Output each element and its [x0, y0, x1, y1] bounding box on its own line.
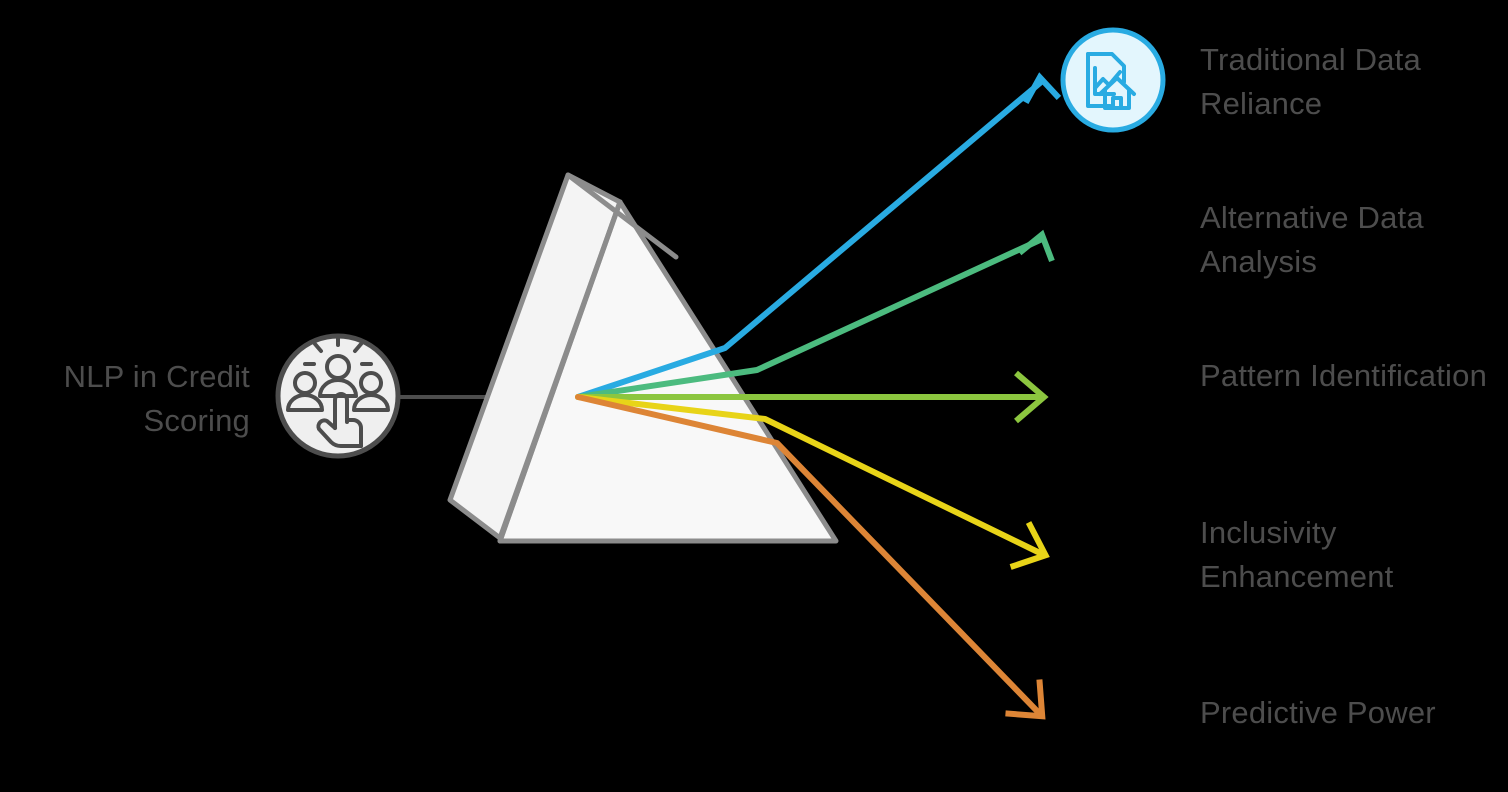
source-node[interactable] [275, 333, 401, 459]
ray-predictive-power [575, 394, 1046, 720]
prism [447, 172, 839, 544]
ray-pattern-identification [575, 370, 1049, 424]
arrowhead-green [1017, 229, 1055, 262]
prism-front-left-edge [497, 199, 623, 544]
output-label-inclusivity-enhancement: Inclusivity Enhancement [1200, 515, 1394, 595]
output-label-alternative-data-analysis: Alternative Data Analysis [1200, 200, 1424, 280]
output-label-predictive-power: Predictive Power [1200, 695, 1436, 730]
group-of-people-pointing-hand-icon [286, 335, 390, 448]
output-label-pattern-identification: Pattern Identification [1200, 358, 1488, 393]
source-label: NLP in Credit Scoring [63, 359, 250, 439]
ray-path-orange [575, 394, 1041, 715]
ray-inclusivity-enhancement [575, 394, 1050, 570]
arrowhead-orange [1005, 679, 1046, 720]
ray-alternative-data-analysis [575, 229, 1055, 400]
ray-path-blue [575, 80, 1043, 400]
output-node-traditional-data-reliance[interactable] [1060, 27, 1166, 133]
prism-top-edge [565, 172, 679, 260]
output-label-traditional-data-reliance: Traditional Data Reliance [1200, 42, 1421, 122]
arrowhead-blue [1023, 72, 1062, 105]
document-chart-house-icon [1086, 52, 1136, 110]
ray-traditional-data-reliance [575, 72, 1062, 400]
arrowhead-lime [1014, 370, 1049, 424]
arrowhead-yellow [1009, 521, 1050, 570]
ray-path-green [575, 237, 1043, 400]
ray-path-yellow [575, 394, 1043, 556]
